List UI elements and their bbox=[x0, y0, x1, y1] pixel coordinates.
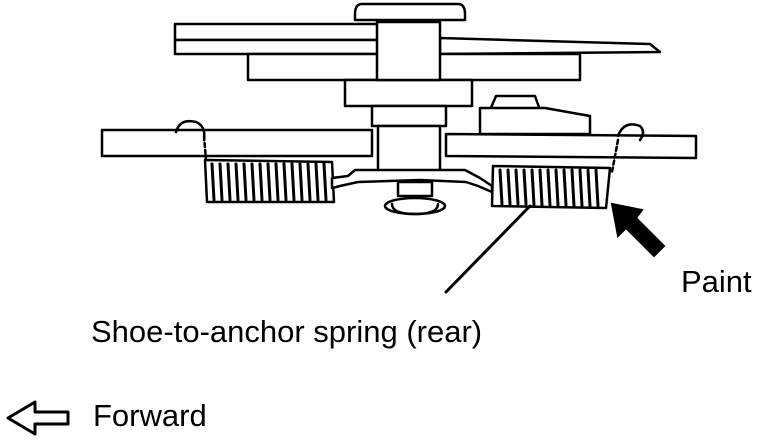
forward-arrow-icon bbox=[6, 400, 70, 436]
forward-label: Forward bbox=[93, 398, 207, 433]
right-spring-hook bbox=[616, 123, 645, 142]
top-cap bbox=[353, 2, 467, 22]
spring-leader-line bbox=[444, 204, 532, 294]
left-spring-hook bbox=[174, 119, 206, 142]
backing-plate bbox=[100, 128, 698, 160]
center-nut bbox=[383, 180, 447, 216]
spring-label: Shoe-to-anchor spring (rear) bbox=[91, 314, 483, 349]
rear-shoe-to-anchor-spring bbox=[490, 138, 620, 210]
left-spring bbox=[202, 134, 336, 204]
paint-pointer-icon bbox=[610, 202, 666, 258]
hub bbox=[370, 104, 448, 174]
paint-label: Paint bbox=[681, 264, 752, 299]
small-block bbox=[478, 94, 592, 136]
center-lever bbox=[330, 168, 494, 194]
upper-plate-assembly bbox=[173, 20, 662, 108]
